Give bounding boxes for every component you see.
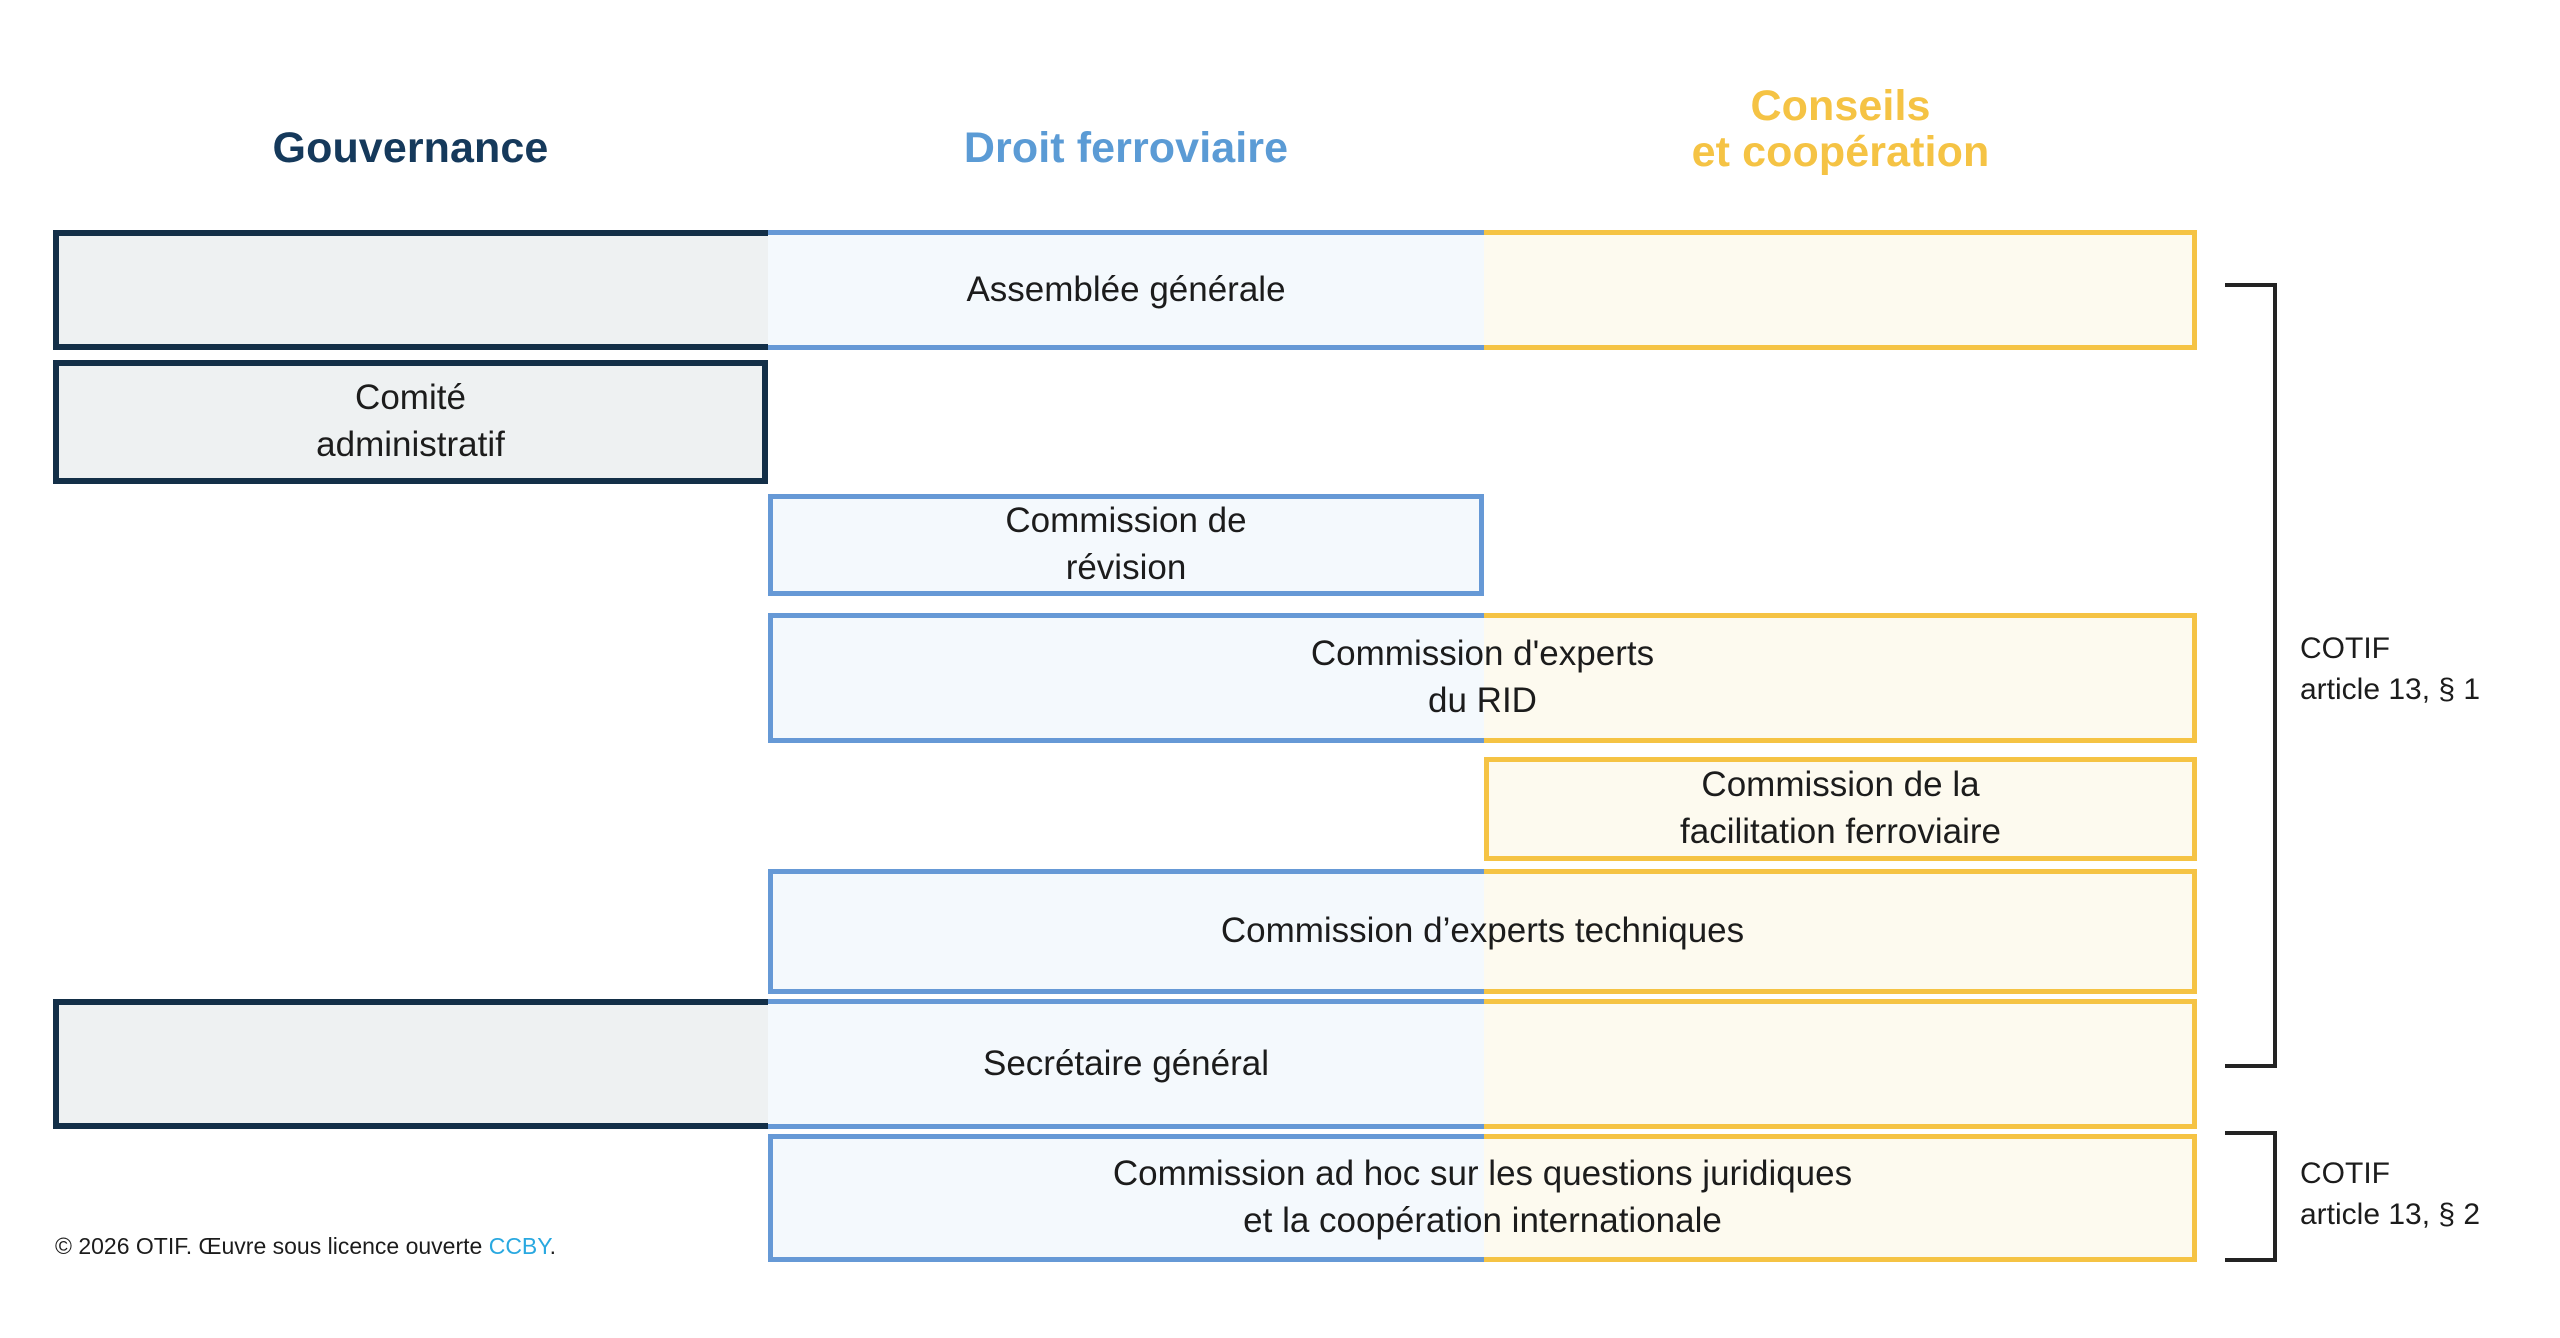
bracket-label-cotif-article-13-par-1: COTIF article 13, § 1 bbox=[2300, 632, 2481, 707]
table-row: Commission d'experts du RID bbox=[768, 613, 2197, 743]
row-segment-droit-ferroviaire bbox=[768, 494, 1484, 596]
column-header-droit-ferroviaire: Droit ferroviaire bbox=[963, 124, 1289, 172]
row-segment-droit-ferroviaire bbox=[768, 999, 1484, 1129]
row-segment-droit-ferroviaire bbox=[768, 1134, 1484, 1262]
row-segment-conseils-cooperation bbox=[1484, 230, 2197, 350]
table-row: Commission d’experts techniques bbox=[768, 869, 2197, 994]
bracket-cotif-article-13-par-1 bbox=[2225, 283, 2277, 1068]
row-segment-gouvernance bbox=[53, 230, 768, 350]
table-row: Secrétaire général bbox=[53, 999, 2197, 1129]
table-row: Commission de la facilitation ferroviair… bbox=[1484, 757, 2197, 861]
row-segment-conseils-cooperation bbox=[1484, 1134, 2197, 1262]
row-segment-droit-ferroviaire bbox=[768, 230, 1484, 350]
row-segment-conseils-cooperation bbox=[1484, 757, 2197, 861]
copyright-notice: © 2026 OTIF. Œuvre sous licence ouverte … bbox=[55, 1233, 556, 1260]
license-link[interactable]: CCBY bbox=[488, 1233, 550, 1259]
bracket-label-cotif-article-13-par-2: COTIF article 13, § 2 bbox=[2300, 1157, 2481, 1232]
row-segment-conseils-cooperation bbox=[1484, 999, 2197, 1129]
row-segment-droit-ferroviaire bbox=[768, 613, 1484, 743]
column-header-conseils-cooperation: Conseils et coopération bbox=[1691, 82, 1990, 176]
table-row: Comité administratif bbox=[53, 360, 768, 484]
column-header-gouvernance: Gouvernance bbox=[272, 124, 549, 172]
copyright-text-end: . bbox=[549, 1233, 557, 1259]
row-segment-conseils-cooperation bbox=[1484, 869, 2197, 994]
table-row: Commission ad hoc sur les questions juri… bbox=[768, 1134, 2197, 1262]
row-segment-gouvernance bbox=[53, 360, 768, 484]
row-segment-gouvernance bbox=[53, 999, 768, 1129]
table-row: Commission de révision bbox=[768, 494, 1484, 596]
row-segment-droit-ferroviaire bbox=[768, 869, 1484, 994]
copyright-text: © 2026 OTIF. Œuvre sous licence ouverte bbox=[55, 1233, 489, 1259]
bracket-cotif-article-13-par-2 bbox=[2225, 1131, 2277, 1262]
row-segment-conseils-cooperation bbox=[1484, 613, 2197, 743]
table-row: Assemblée générale bbox=[53, 230, 2197, 350]
